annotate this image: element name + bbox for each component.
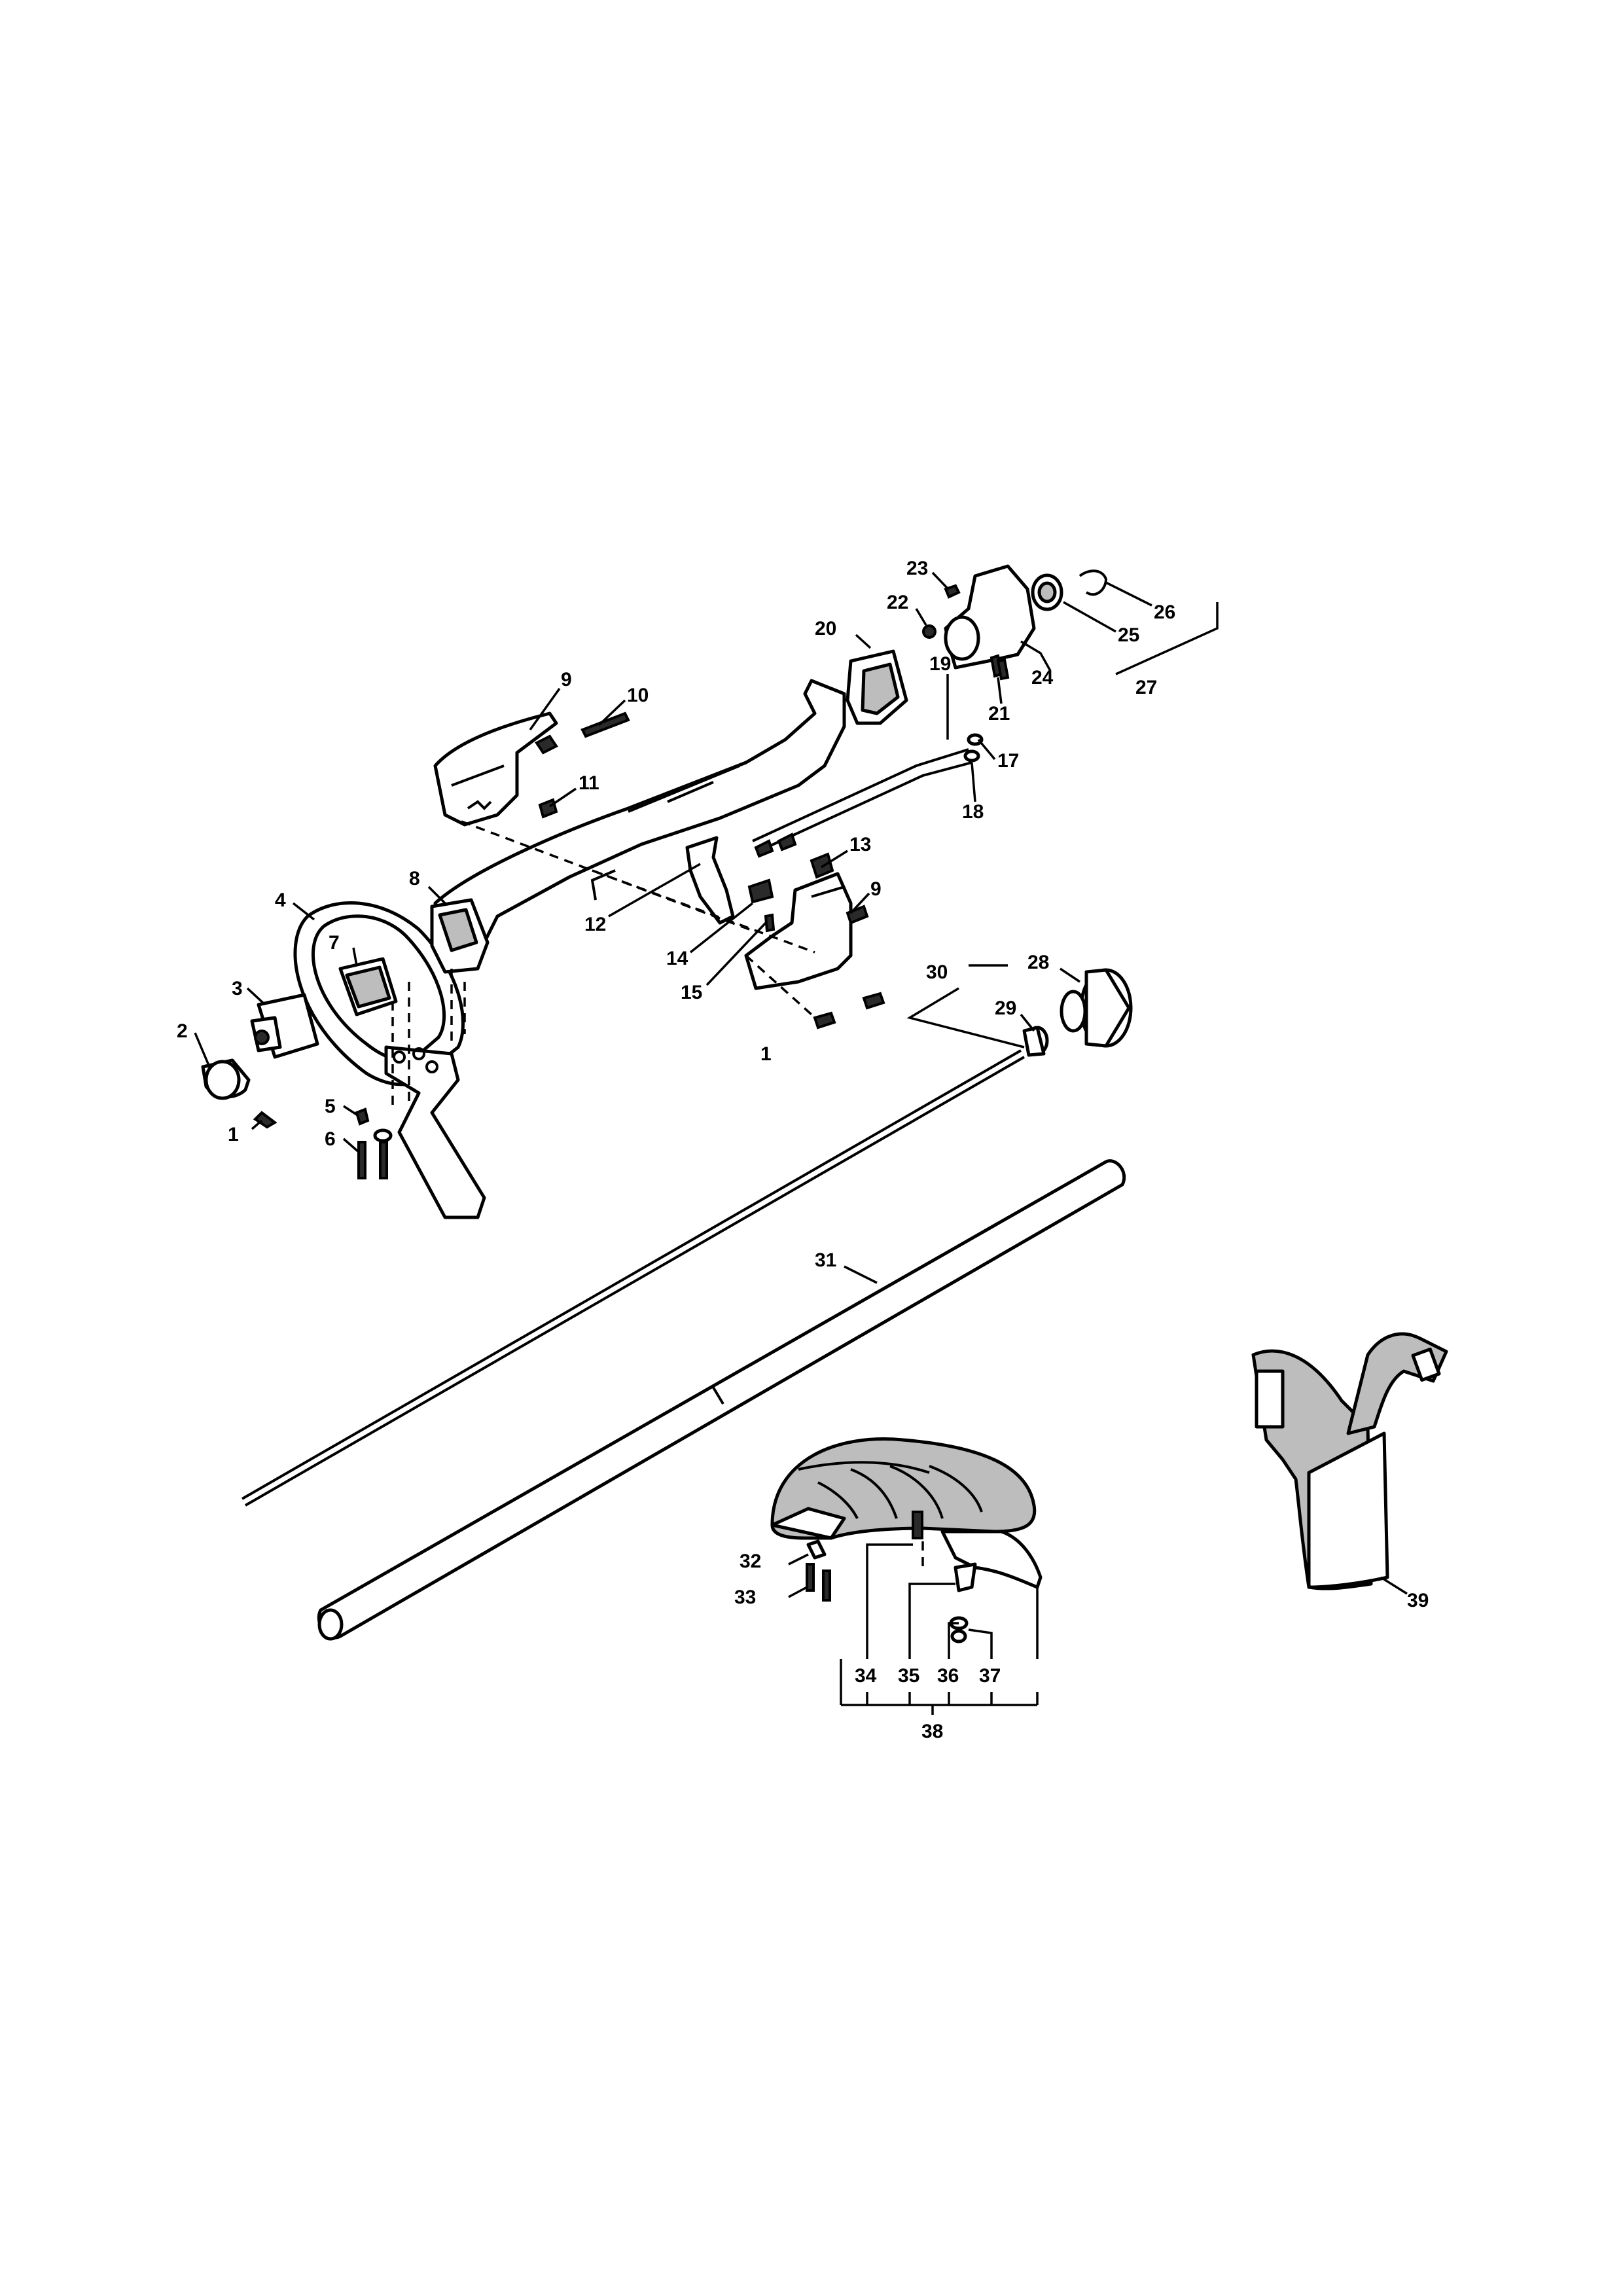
callout-2: 2 (177, 1020, 188, 1042)
shoulder-harness (1251, 1332, 1448, 1590)
screws-left (253, 1107, 393, 1179)
cushion-block (846, 649, 908, 725)
clutch-housing (922, 564, 1108, 681)
callout-7: 7 (329, 932, 340, 954)
switch-parts (747, 852, 834, 933)
loop-handle (293, 901, 486, 1219)
callout-13: 13 (849, 834, 871, 855)
lower-handle-cover (744, 872, 853, 990)
leader-lines (194, 571, 1408, 1715)
assembly-guide-lines (391, 820, 924, 1568)
callout-32: 32 (740, 1551, 761, 1572)
callout-11: 11 (579, 772, 599, 794)
screws-middle (813, 905, 885, 1030)
callout-37: 37 (979, 1665, 1001, 1687)
callout-25: 25 (1118, 624, 1139, 646)
callout-33: 33 (734, 1587, 756, 1608)
callout-17: 17 (997, 750, 1019, 772)
callout-3: 3 (232, 978, 243, 999)
callout-15: 15 (681, 982, 702, 1003)
callout-24: 24 (1031, 667, 1054, 689)
callout-6: 6 (325, 1128, 336, 1150)
callout-36: 36 (937, 1665, 959, 1687)
callout-19: 19 (929, 653, 951, 675)
throttle-trigger (685, 836, 735, 925)
callout-12: 12 (584, 914, 606, 935)
guard (770, 1437, 1043, 1643)
callout-30: 30 (926, 961, 948, 983)
clutch-drum (1022, 968, 1133, 1057)
callout-29: 29 (995, 997, 1016, 1019)
main-handle-housing (430, 679, 846, 974)
upper-handle-cover (433, 711, 558, 827)
callout-9-top: 9 (561, 669, 572, 691)
callout-26: 26 (1154, 601, 1175, 623)
end-cap (201, 1058, 251, 1100)
spring-and-pin (535, 711, 630, 819)
callout-27: 27 (1135, 677, 1157, 698)
handle-insert (338, 957, 398, 1016)
callout-10: 10 (627, 685, 649, 706)
callout-18: 18 (962, 801, 984, 823)
wiring-harness (752, 733, 984, 858)
callout-20: 20 (815, 618, 836, 639)
drive-shaft (241, 1049, 1025, 1507)
callout-31: 31 (815, 1249, 836, 1271)
callout-1-middle: 1 (760, 1043, 772, 1065)
callout-1-left: 1 (228, 1124, 239, 1145)
callout-39: 39 (1407, 1590, 1429, 1611)
callout-5: 5 (325, 1096, 336, 1117)
callout-38: 38 (921, 1721, 943, 1742)
callout-23: 23 (906, 558, 928, 579)
callout-4: 4 (275, 889, 286, 911)
callout-34: 34 (855, 1665, 877, 1687)
throttle-block (250, 993, 319, 1059)
callout-14: 14 (666, 948, 688, 969)
callout-21: 21 (988, 703, 1010, 725)
callout-8: 8 (409, 868, 420, 889)
callout-9-lower: 9 (870, 878, 882, 900)
callout-labels: 1 1 2 3 4 5 6 7 8 9 9 10 11 12 13 14 15 … (177, 558, 1429, 1742)
callout-22: 22 (887, 592, 908, 613)
callout-35: 35 (898, 1665, 919, 1687)
callout-28: 28 (1027, 952, 1049, 973)
tube (317, 1159, 1126, 1641)
